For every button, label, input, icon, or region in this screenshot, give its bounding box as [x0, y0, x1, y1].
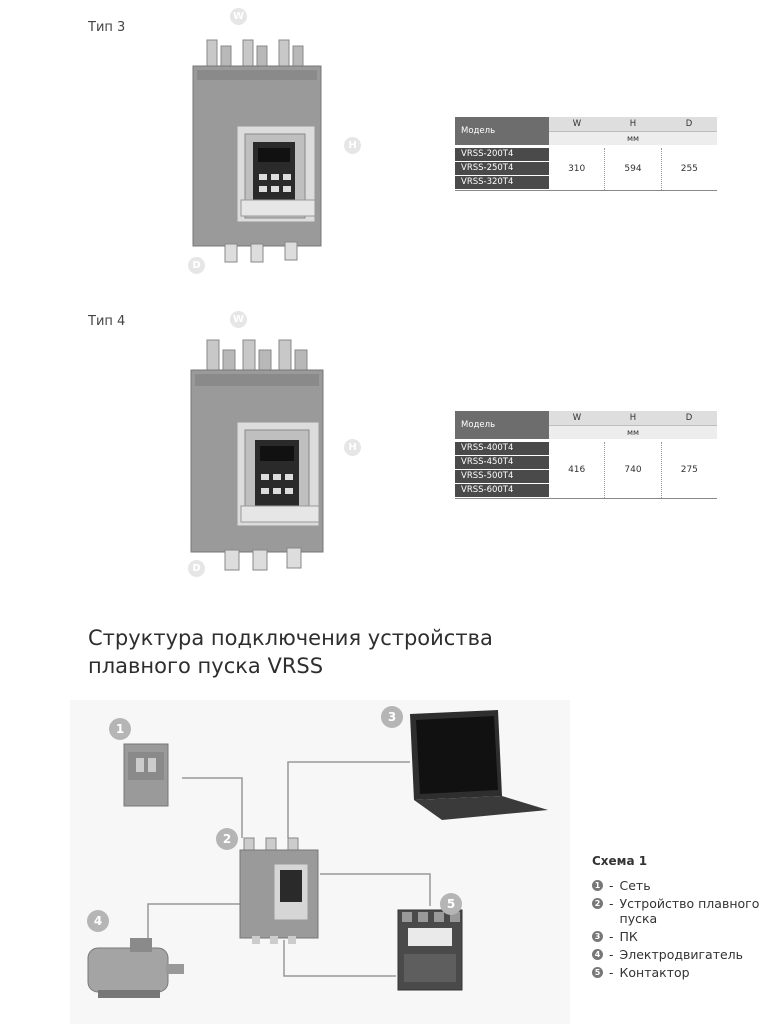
- d-header: D: [685, 119, 693, 129]
- legend-label: Электродвигатель: [619, 947, 744, 962]
- diagram-number-2: 2: [216, 828, 238, 850]
- diagram-number-5: 5: [440, 893, 462, 915]
- legend-item: 3- ПК: [592, 929, 770, 944]
- legend-label: Контактор: [619, 965, 690, 980]
- diagram-number-3: 3: [381, 706, 403, 728]
- depth-badge: D: [188, 257, 205, 274]
- w-value: 310: [549, 148, 606, 190]
- h-value: 740: [605, 442, 662, 498]
- model-row: VRSS-600T4: [455, 484, 549, 497]
- legend-label: Устройство плавного пуска: [619, 896, 760, 926]
- width-badge: W: [230, 311, 247, 328]
- soft-starter-image: [239, 837, 319, 944]
- type3-spec-table: Модель W H D мм VRSS-200T4 VRSS-250T4 VR…: [455, 117, 717, 191]
- section-title-line1: Структура подключения устройства: [88, 626, 493, 650]
- connection-diagram: [70, 700, 570, 1024]
- w-value: 416: [549, 442, 606, 498]
- depth-badge: D: [188, 560, 205, 577]
- type3-label: Тип 3: [88, 20, 126, 35]
- d-value: 255: [680, 164, 698, 174]
- legend-number: 3: [592, 931, 603, 942]
- type4-spec-table: Модель W H D мм VRSS-400T4 VRSS-450T4 VR…: [455, 411, 717, 499]
- height-badge: H: [344, 439, 361, 456]
- height-badge: H: [344, 137, 361, 154]
- circuit-breaker-image: [123, 743, 169, 807]
- h-header: H: [629, 119, 637, 129]
- d-value: 275: [680, 465, 698, 475]
- model-row: VRSS-450T4: [455, 456, 549, 469]
- diagram-number-1: 1: [109, 718, 131, 740]
- unit-header: мм: [549, 426, 717, 439]
- electric-motor-image: [87, 938, 184, 998]
- legend-item: 1- Сеть: [592, 878, 770, 893]
- legend-number: 5: [592, 967, 603, 978]
- legend-label: ПК: [619, 929, 638, 944]
- model-row: VRSS-500T4: [455, 470, 549, 483]
- w-header: W: [572, 413, 582, 423]
- model-row: VRSS-400T4: [455, 442, 549, 455]
- model-row: VRSS-250T4: [455, 162, 549, 175]
- model-header: Модель: [455, 117, 549, 145]
- legend-number: 4: [592, 949, 603, 960]
- legend-item: 4- Электродвигатель: [592, 947, 770, 962]
- legend-item: 2- Устройство плавного пуска: [592, 896, 770, 926]
- unit-header: мм: [549, 132, 717, 145]
- type3-device-image: [192, 39, 322, 263]
- laptop-image: [410, 710, 548, 820]
- scheme-legend: Схема 1 1- Сеть 2- Устройство плавного п…: [592, 854, 770, 983]
- h-header: H: [629, 413, 637, 423]
- legend-label: Сеть: [619, 878, 651, 893]
- w-header: W: [572, 119, 582, 129]
- h-value: 594: [605, 148, 662, 190]
- legend-number: 1: [592, 880, 603, 891]
- type4-device-image: [190, 339, 324, 571]
- section-title: Структура подключения устройства плавног…: [88, 624, 493, 680]
- model-header: Модель: [455, 411, 549, 439]
- model-row: VRSS-200T4: [455, 148, 549, 161]
- diagram-number-4: 4: [87, 910, 109, 932]
- model-row: VRSS-320T4: [455, 176, 549, 189]
- section-title-line2: плавного пуска VRSS: [88, 654, 324, 678]
- d-header: D: [685, 413, 693, 423]
- legend-item: 5- Контактор: [592, 965, 770, 980]
- legend-number: 2: [592, 898, 603, 909]
- type4-label: Тип 4: [88, 314, 126, 329]
- width-badge: W: [230, 8, 247, 25]
- contactor-image: [397, 909, 463, 991]
- legend-title: Схема 1: [592, 854, 648, 868]
